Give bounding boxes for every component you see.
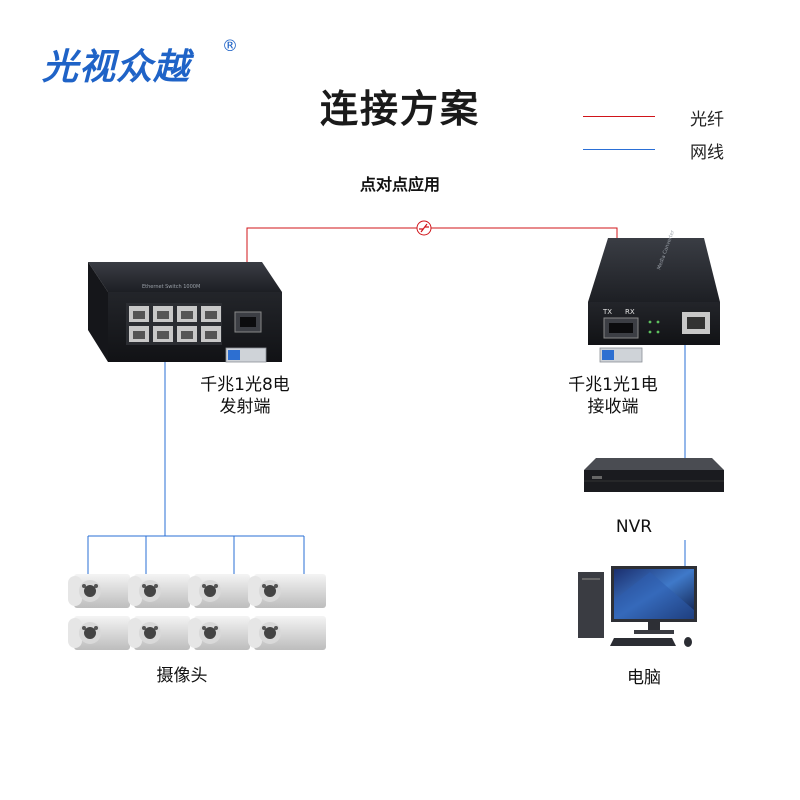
- legend-fiber-line: [583, 116, 655, 117]
- legend-network-label: 网线: [690, 143, 724, 163]
- nvr-label: NVR: [615, 517, 653, 537]
- camera-icon: [248, 616, 326, 650]
- cameras-label: 摄像头: [156, 666, 208, 686]
- sender-caption-line1: 千兆1光8电: [200, 375, 290, 395]
- sender-caption-line2: 发射端: [219, 397, 271, 417]
- brand-logo: 光视众越: [42, 47, 191, 88]
- svg-text:TX: TX: [602, 308, 612, 316]
- page-subtitle: 点对点应用: [359, 175, 440, 194]
- camera-icon: [68, 574, 130, 608]
- svg-text:RX: RX: [625, 308, 635, 316]
- page-title: 连接方案: [319, 87, 480, 131]
- receiver-caption-line2: 接收端: [587, 397, 639, 417]
- camera-icon: [248, 574, 326, 608]
- receiver-caption: 千兆1光1电 接收端: [548, 374, 678, 418]
- camera-icon: [128, 574, 190, 608]
- legend-network-line: [583, 149, 655, 150]
- fiber-cable: [246, 227, 618, 318]
- computer-label: 电脑: [627, 668, 661, 688]
- nvr-device: [584, 458, 724, 492]
- camera-icon: [68, 616, 130, 650]
- sfp-module-icon: [225, 347, 267, 363]
- sender-caption: 千兆1光8电 发射端: [180, 374, 310, 418]
- camera-group: [68, 574, 326, 650]
- svg-text:Ethernet Switch 1000M: Ethernet Switch 1000M: [142, 284, 200, 290]
- receiver-caption-line1: 千兆1光1电: [568, 375, 658, 395]
- fiber-connector-icon: [416, 220, 432, 236]
- sfp-module-icon: [599, 347, 643, 363]
- camera-network-cable: [87, 340, 305, 576]
- camera-icon: [188, 616, 250, 650]
- camera-icon: [128, 616, 190, 650]
- registered-mark: ®: [222, 36, 238, 55]
- camera-icon: [188, 574, 250, 608]
- computer-device: [578, 566, 697, 647]
- legend-fiber-label: 光纤: [690, 110, 724, 130]
- receiver-converter: Media Converter TX RX: [588, 229, 720, 345]
- sender-switch: Ethernet Switch 1000M: [88, 262, 282, 362]
